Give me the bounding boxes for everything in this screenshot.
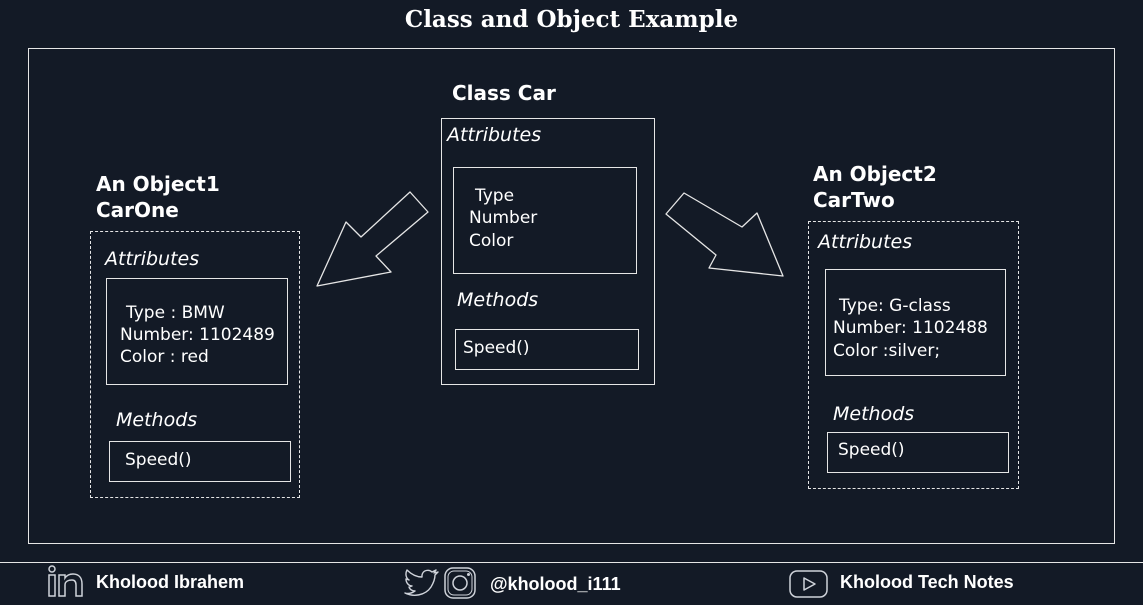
object2-attribute-number: Number: 1102488 [833,318,988,338]
footer-handle: @kholood_i111 [490,574,621,594]
class-attribute-number: Number [469,208,538,228]
diagram-frame [28,48,1115,544]
class-method-speed: Speed() [463,338,530,358]
object1-methods-label: Methods [116,409,198,431]
object2-attributes-box [825,269,1006,376]
object1-box [90,231,300,498]
instagram-icon[interactable] [443,566,477,600]
object2-attributes-label: Attributes [818,231,913,253]
class-box [441,118,655,385]
object1-attribute-color: Color : red [120,347,209,367]
left-arrow [316,191,429,287]
class-attributes-box [453,167,637,274]
object2-method-speed: Speed() [838,440,905,460]
class-method-box [455,329,639,370]
linkedin-icon[interactable] [46,565,86,599]
object1-method-speed: Speed() [125,450,192,470]
class-attributes-label: Attributes [447,124,542,146]
object2-methods-label: Methods [833,403,915,425]
footer-divider [0,562,1143,563]
object1-heading-line2: CarOne [96,198,179,222]
object1-attributes-label: Attributes [105,248,200,270]
class-attribute-type: Type [475,186,515,206]
footer-author-name: Kholood Ibrahem [96,572,244,592]
object1-method-box [109,441,291,482]
youtube-icon[interactable] [789,570,829,598]
class-attribute-color: Color [469,231,514,251]
object2-heading-line1: An Object2 [813,162,937,186]
class-heading: Class Car [452,81,556,105]
twitter-icon[interactable] [403,569,439,599]
object2-heading-line2: CarTwo [813,188,895,212]
class-methods-label: Methods [457,289,539,311]
object2-box [808,221,1019,489]
object1-attributes-box [106,278,288,385]
footer-channel-name: Kholood Tech Notes [840,572,1014,592]
object2-attribute-color: Color :silver; [833,341,941,361]
object2-attribute-type: Type: G-class [839,296,951,316]
right-arrow [665,192,784,277]
page-title: Class and Object Example [404,6,739,33]
object1-attribute-number: Number: 1102489 [120,325,275,345]
object1-attribute-type: Type : BMW [126,303,225,323]
object2-method-box [827,432,1009,473]
object1-heading-line1: An Object1 [96,172,220,196]
